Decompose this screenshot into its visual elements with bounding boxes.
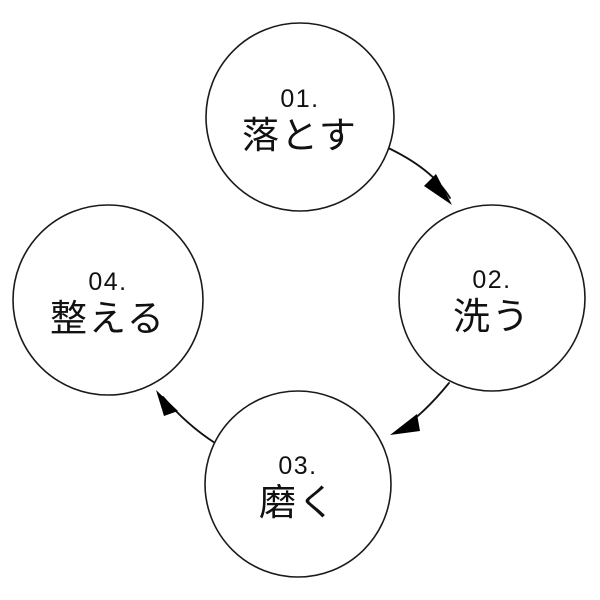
- node-04-index: 04.: [88, 268, 127, 296]
- node-03-index: 03.: [278, 452, 317, 480]
- node-04-circle[interactable]: [12, 204, 204, 396]
- node-02-label: 洗う: [453, 295, 531, 338]
- node-02-circle[interactable]: [398, 204, 586, 392]
- arrow-02-to-03-head: [390, 414, 420, 435]
- node-01-circle[interactable]: [205, 22, 395, 212]
- arrow-03-to-04-line: [162, 396, 216, 444]
- node-04[interactable]: 04. 整える: [12, 204, 204, 396]
- arrow-01-to-02-line: [383, 145, 451, 199]
- node-04-label: 整える: [50, 297, 166, 340]
- node-01[interactable]: 01. 落とす: [205, 22, 395, 212]
- arrow-01-to-02-head: [424, 174, 452, 205]
- arrow-02-to-03: [390, 382, 450, 435]
- arrow-01-to-02: [383, 145, 452, 205]
- arrow-03-to-04-head: [156, 390, 178, 416]
- node-01-label: 落とす: [242, 114, 358, 157]
- arrows-layer: [156, 145, 452, 444]
- node-03-circle[interactable]: [204, 390, 392, 578]
- node-01-index: 01.: [280, 85, 319, 113]
- node-02[interactable]: 02. 洗う: [398, 204, 586, 392]
- node-02-index: 02.: [472, 266, 511, 294]
- node-03-label: 磨く: [259, 481, 337, 524]
- node-03[interactable]: 03. 磨く: [204, 390, 392, 578]
- arrow-03-to-04: [156, 390, 216, 444]
